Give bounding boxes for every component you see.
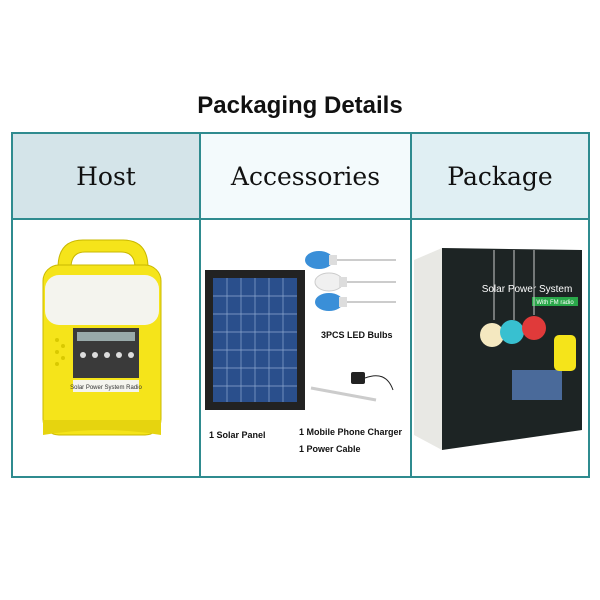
accessories-cell: 3PCS LED Bulbs 1 Solar Panel 1 Mobile Ph…: [201, 220, 412, 476]
box-title: Solar Power System: [482, 284, 573, 295]
cable-label: 1 Power Cable: [299, 444, 361, 454]
packaging-table: Host Accessories Package Solar Power Sys…: [11, 132, 590, 478]
page-title: Packaging Details: [197, 92, 403, 119]
package-cell: Solar Power System With FM radio: [412, 220, 588, 476]
header-accessories: Accessories: [201, 134, 412, 220]
host-label: Solar Power System Radio: [70, 385, 142, 391]
header-host: Host: [13, 134, 201, 220]
box-badge: With FM radio: [536, 300, 574, 306]
accessories-image: [205, 251, 396, 410]
package-image: Solar Power System With FM radio: [414, 248, 582, 450]
host-image: Solar Power System Radio: [42, 239, 162, 436]
bulbs-label: 3PCS LED Bulbs: [321, 330, 393, 340]
solar-panel-label: 1 Solar Panel: [209, 430, 266, 440]
charger-label: 1 Mobile Phone Charger: [299, 427, 403, 437]
host-cell: Solar Power System Radio: [13, 220, 201, 476]
header-package: Package: [412, 134, 588, 220]
